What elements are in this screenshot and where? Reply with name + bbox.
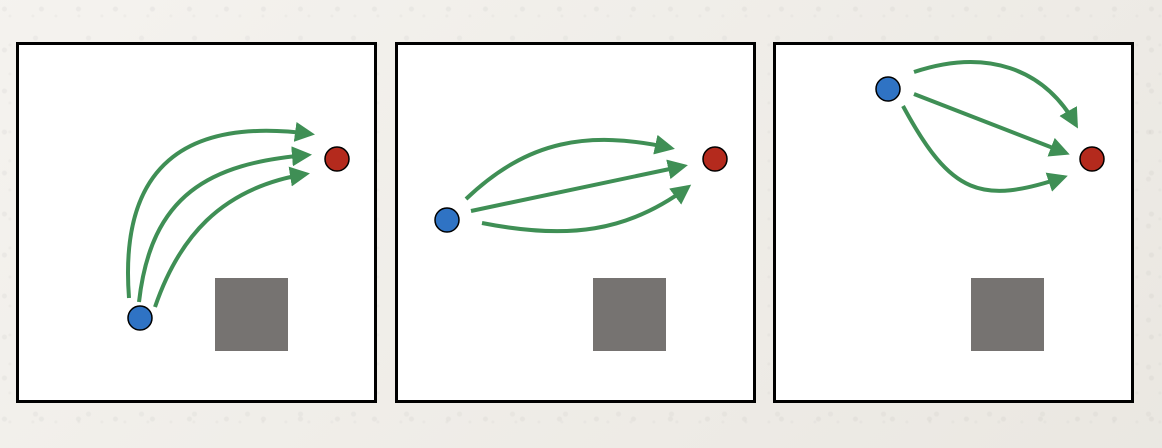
panel-2-svg [434, 134, 728, 351]
path-arrow [470, 159, 688, 213]
path-arrow [464, 134, 675, 201]
start-node [434, 207, 460, 233]
goal-node [324, 146, 350, 172]
diagram-panel-1 [16, 42, 377, 403]
path-arrow [481, 184, 692, 234]
path-arrow [913, 60, 1078, 129]
obstacle-block [971, 278, 1044, 351]
goal-node [1079, 146, 1105, 172]
goal-node [702, 146, 728, 172]
path-arrow [901, 105, 1068, 193]
diagram-panel-2 [395, 42, 756, 403]
panel-3-svg [875, 60, 1105, 351]
diagram-panel-3 [773, 42, 1134, 403]
path-arrow [913, 92, 1070, 157]
path-arrow [137, 146, 312, 303]
start-node [875, 76, 901, 102]
obstacle-block [215, 278, 288, 351]
panel-1-svg [126, 121, 350, 351]
path-arrow [126, 121, 315, 299]
path-arrow [153, 166, 310, 308]
obstacle-block [593, 278, 666, 351]
start-node [127, 305, 153, 331]
